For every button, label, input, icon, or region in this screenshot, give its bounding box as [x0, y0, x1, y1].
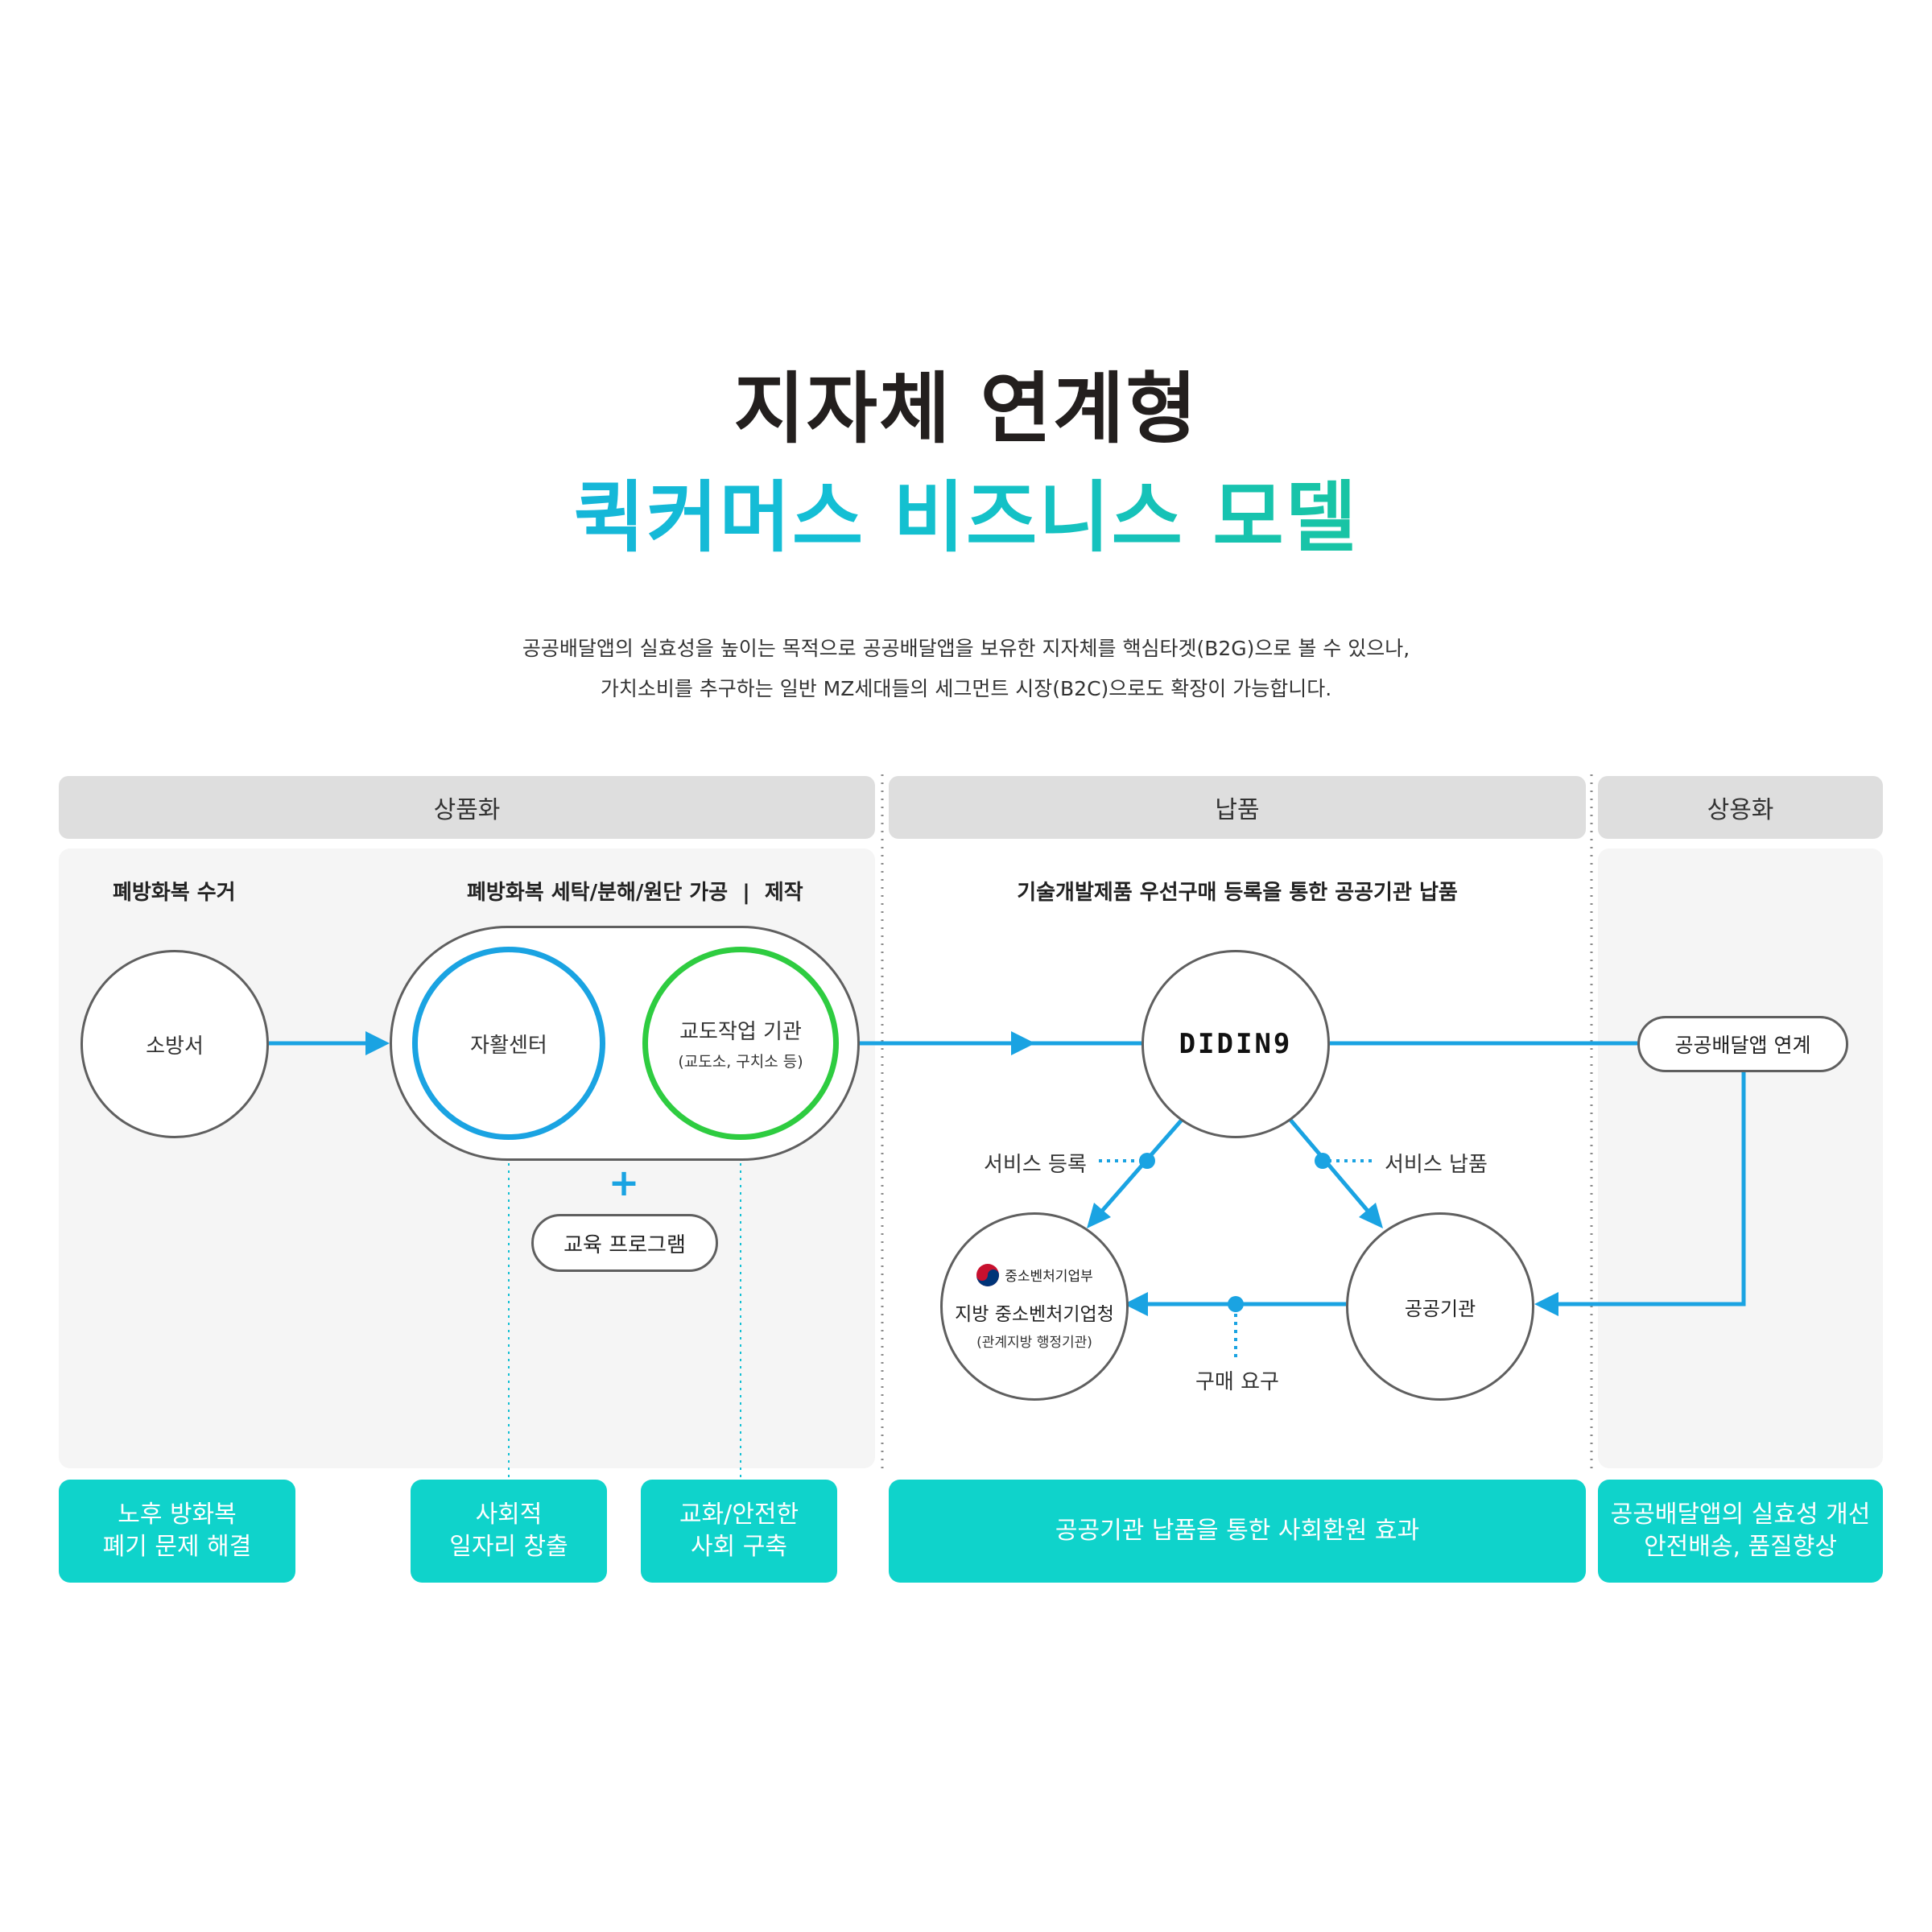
- subtitle-procurement: 기술개발제품 우선구매 등록을 통한 공공기관 납품: [1017, 881, 1458, 905]
- stage-delivery: 납품: [889, 776, 1586, 839]
- node-self-support-center-label: 자활센터: [470, 1033, 547, 1058]
- node-public-institution-label: 공공기관: [1404, 1297, 1476, 1320]
- node-fire-station-label: 소방서: [146, 1034, 204, 1059]
- plus-icon: +: [608, 1161, 640, 1204]
- flow-line-app-to-public: [1547, 1071, 1746, 1307]
- stage-commercial-use-label: 상용화: [1707, 796, 1774, 824]
- subtitle-processing: 폐방화복 세탁/분해/원단 가공 | 제작: [467, 881, 803, 905]
- mss-logo: 중소벤처기업부: [976, 1263, 1093, 1287]
- node-self-support-center: 자활센터: [412, 947, 605, 1140]
- flow-arrow-diding-to-sme: [1096, 1117, 1184, 1217]
- result-box-safe-society: 교화/안전한 사회 구축: [641, 1480, 837, 1583]
- stage-commercialization: 상품화: [59, 776, 875, 839]
- arrowhead-icon: [1359, 1203, 1383, 1228]
- result-box-disposal: 노후 방화복 폐기 문제 해결: [59, 1480, 295, 1583]
- node-diding: DIDIN9: [1141, 950, 1330, 1138]
- result-app-improvement-line-2: 안전배송, 품질향상: [1644, 1533, 1837, 1561]
- result-social-return-label: 공공기관 납품을 통한 사회환원 효과: [1055, 1517, 1420, 1545]
- subtitle-collection: 폐방화복 수거: [113, 881, 236, 905]
- node-fire-station: 소방서: [80, 950, 269, 1138]
- stage-commercial-use: 상용화: [1598, 776, 1883, 839]
- node-education-program-label: 교육 프로그램: [564, 1232, 686, 1257]
- result-box-social-return: 공공기관 납품을 통한 사회환원 효과: [889, 1480, 1586, 1583]
- node-regional-sme-label: 지방 중소벤처기업청: [955, 1303, 1114, 1325]
- page-title: 지자체 연계형: [733, 364, 1199, 454]
- stage-commercialization-label: 상품화: [433, 796, 501, 824]
- result-app-improvement-line-1: 공공배달앱의 실효성 개선: [1610, 1501, 1871, 1529]
- description-line-1: 공공배달앱의 실효성을 높이는 목적으로 공공배달앱을 보유한 지자체를 핵심타…: [522, 637, 1410, 660]
- node-education-program: 교육 프로그램: [531, 1214, 718, 1272]
- result-jobs-line-1: 사회적: [475, 1501, 543, 1529]
- description-line-2: 가치소비를 추구하는 일반 MZ세대들의 세그먼트 시장(B2C)으로도 확장이…: [600, 677, 1332, 700]
- panel-commercial-use: [1598, 848, 1883, 1468]
- node-correctional-work-sub: (교도소, 구치소 등): [678, 1053, 803, 1071]
- page-subtitle: 퀵커머스 비즈니스 모델: [0, 455, 1932, 567]
- stage-delivery-label: 납품: [1215, 796, 1260, 824]
- node-public-app-link: 공공배달앱 연계: [1637, 1016, 1848, 1072]
- result-disposal-line-2: 폐기 문제 해결: [102, 1533, 252, 1561]
- node-dot: [1228, 1296, 1244, 1312]
- arrowhead-icon: [1087, 1203, 1111, 1228]
- label-purchase-request: 구매 요구: [1195, 1370, 1279, 1394]
- result-jobs-line-2: 일자리 창출: [449, 1533, 568, 1561]
- result-safe-society-line-1: 교화/안전한: [679, 1501, 799, 1529]
- mss-logo-text: 중소벤처기업부: [1005, 1269, 1093, 1285]
- flow-arrow-diding-to-public: [1288, 1117, 1373, 1217]
- diding-logo: DIDIN9: [1179, 1028, 1293, 1060]
- result-safe-society-line-2: 사회 구축: [691, 1533, 787, 1561]
- node-dot: [1315, 1153, 1331, 1169]
- node-public-institution: 공공기관: [1346, 1212, 1534, 1401]
- taegeuk-icon: [976, 1263, 1000, 1286]
- result-disposal-line-1: 노후 방화복: [118, 1501, 237, 1529]
- arrowhead-icon: [1124, 1292, 1148, 1316]
- node-public-app-link-label: 공공배달앱 연계: [1674, 1034, 1811, 1057]
- arrowhead-icon: [365, 1031, 390, 1055]
- node-regional-sme-sub: (관계지방 행정기관): [976, 1334, 1092, 1351]
- node-correctional-work: 교도작업 기관 (교도소, 구치소 등): [642, 947, 839, 1140]
- node-correctional-work-label: 교도작업 기관: [679, 1020, 802, 1044]
- result-box-jobs: 사회적 일자리 창출: [411, 1480, 607, 1583]
- node-dot: [1139, 1153, 1155, 1169]
- arrowhead-icon: [1534, 1292, 1558, 1316]
- label-service-delivery: 서비스 납품: [1385, 1153, 1488, 1177]
- result-box-app-improvement: 공공배달앱의 실효성 개선 안전배송, 품질향상: [1598, 1480, 1883, 1583]
- node-regional-sme-office: 중소벤처기업부 지방 중소벤처기업청 (관계지방 행정기관): [940, 1212, 1129, 1401]
- arrowhead-icon: [1011, 1031, 1035, 1055]
- label-service-registration: 서비스 등록: [984, 1153, 1087, 1177]
